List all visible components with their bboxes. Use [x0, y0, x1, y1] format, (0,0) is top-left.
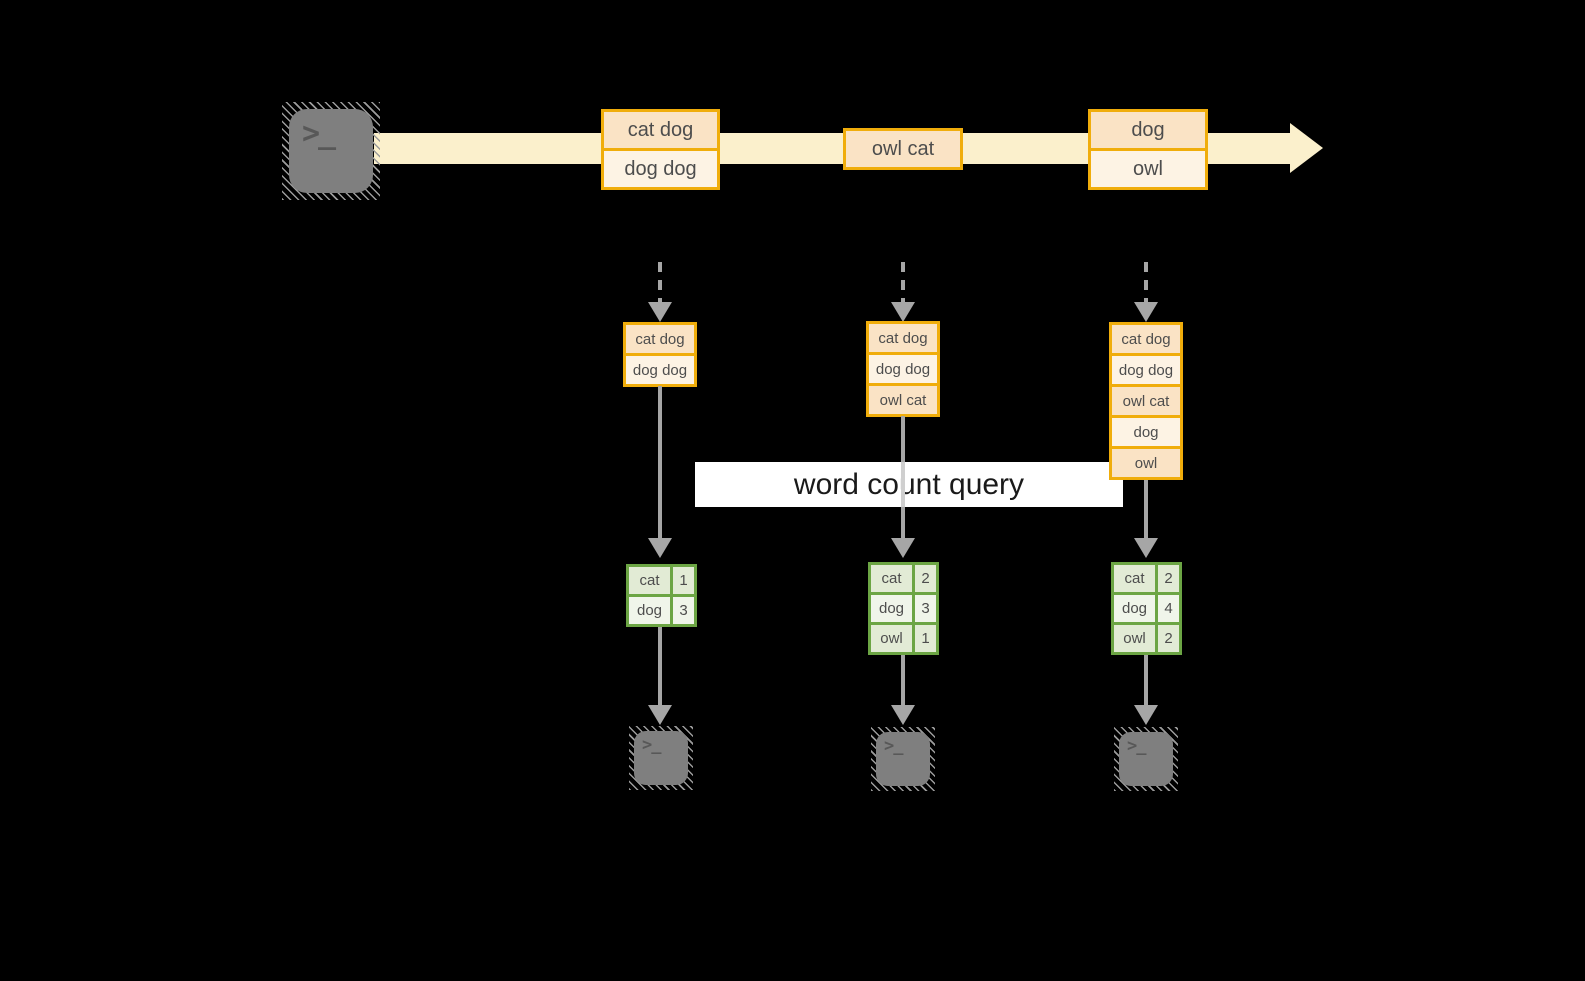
output-terminal-icon-3: >_ [1114, 727, 1178, 791]
arrow-head-icon [891, 302, 915, 322]
arrow-head-icon [648, 705, 672, 725]
count-table-3: cat 2 dog 4 owl 2 [1111, 562, 1182, 655]
buffer-cell: dog dog [1112, 353, 1180, 384]
buffer-box-3: cat dog dog dog owl cat dog owl [1109, 322, 1183, 480]
dashed-arrow-line [901, 262, 905, 302]
count-word-cell: dog [1114, 595, 1155, 622]
output-arrow-line [658, 627, 662, 705]
count-table-1: cat 1 dog 3 [626, 564, 697, 627]
count-value-cell: 4 [1158, 595, 1179, 622]
event-box-3: dog owl [1088, 109, 1208, 190]
terminal-prompt-glyph: >_ [302, 116, 336, 151]
terminal-screen: >_ [1119, 732, 1173, 786]
count-value-cell: 3 [915, 595, 936, 622]
buffer-cell: owl [1112, 446, 1180, 477]
terminal-prompt-glyph: >_ [884, 736, 904, 756]
count-word-cell: owl [1114, 625, 1155, 652]
terminal-screen: >_ [289, 109, 373, 193]
query-label: word count query [793, 467, 1025, 501]
buffer-cell: owl cat [1112, 384, 1180, 415]
terminal-screen: >_ [876, 732, 930, 786]
buffer-cell: cat dog [626, 325, 694, 353]
dashed-arrow-line [1144, 262, 1148, 302]
count-word-cell: cat [1114, 565, 1155, 592]
output-arrow-line [901, 655, 905, 705]
terminal-screen: >_ [634, 731, 688, 785]
output-arrow-line [1144, 655, 1148, 705]
count-value-cell: 2 [1158, 565, 1179, 592]
arrow-head-icon [648, 302, 672, 322]
count-word-cell: cat [871, 565, 912, 592]
stream-arrowhead-icon [1290, 123, 1323, 173]
event-cell: owl [1091, 148, 1205, 187]
output-terminal-icon-1: >_ [629, 726, 693, 790]
buffer-box-2: cat dog dog dog owl cat [866, 321, 940, 417]
count-value-cell: 2 [1158, 625, 1179, 652]
buffer-box-1: cat dog dog dog [623, 322, 697, 387]
count-word-cell: dog [629, 597, 670, 624]
arrow-head-icon [1134, 705, 1158, 725]
count-value-cell: 1 [673, 567, 694, 594]
arrow-head-icon [648, 538, 672, 558]
arrow-head-icon [891, 705, 915, 725]
output-terminal-icon-2: >_ [871, 727, 935, 791]
connector-line-over-banner [901, 462, 905, 507]
event-cell: dog dog [604, 148, 717, 187]
event-box-1: cat dog dog dog [601, 109, 720, 190]
buffer-cell: dog [1112, 415, 1180, 446]
count-value-cell: 2 [915, 565, 936, 592]
buffer-cell: cat dog [1112, 325, 1180, 353]
query-banner: word count query [695, 462, 1123, 507]
count-table-2: cat 2 dog 3 owl 1 [868, 562, 939, 655]
event-cell: cat dog [604, 112, 717, 148]
count-word-cell: dog [871, 595, 912, 622]
arrow-head-icon [1134, 538, 1158, 558]
buffer-cell: dog dog [626, 353, 694, 384]
event-cell: dog [1091, 112, 1205, 148]
source-terminal-icon: >_ [282, 102, 380, 200]
connector-line [658, 386, 662, 538]
count-word-cell: owl [871, 625, 912, 652]
buffer-cell: dog dog [869, 352, 937, 383]
dashed-arrow-line [658, 262, 662, 302]
event-cell: owl cat [846, 131, 960, 167]
buffer-cell: owl cat [869, 383, 937, 414]
terminal-prompt-glyph: >_ [642, 735, 662, 755]
arrow-head-icon [891, 538, 915, 558]
buffer-cell: cat dog [869, 324, 937, 352]
event-box-2: owl cat [843, 128, 963, 170]
count-word-cell: cat [629, 567, 670, 594]
count-value-cell: 3 [673, 597, 694, 624]
terminal-prompt-glyph: >_ [1127, 736, 1147, 756]
connector-line [1144, 479, 1148, 538]
arrow-head-icon [1134, 302, 1158, 322]
count-value-cell: 1 [915, 625, 936, 652]
